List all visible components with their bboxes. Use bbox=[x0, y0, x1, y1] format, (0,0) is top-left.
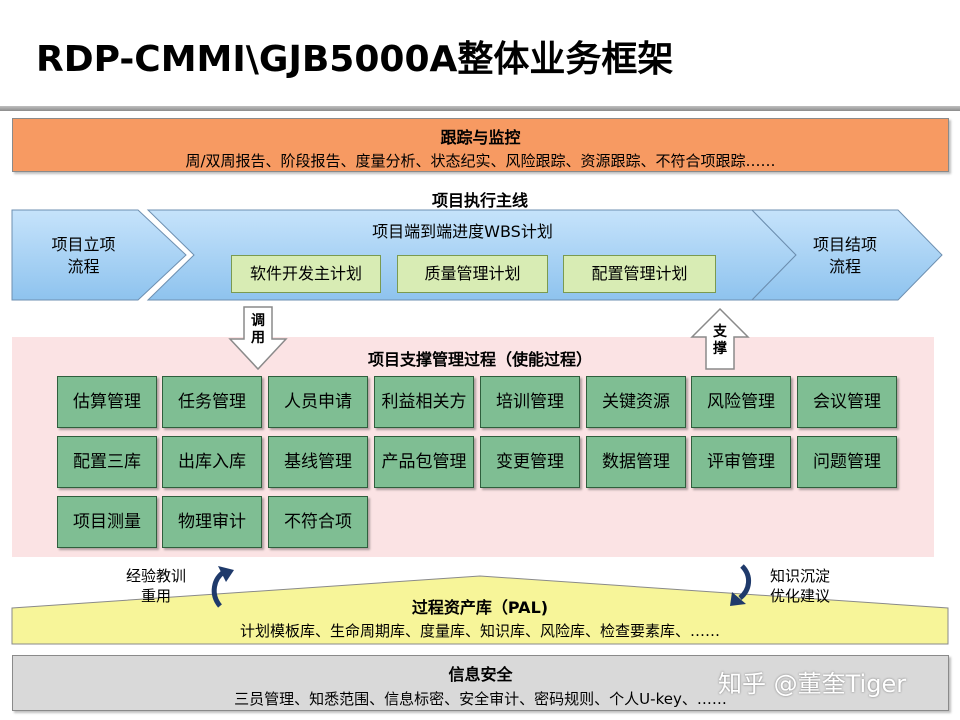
tracking-items: 周/双周报告、阶段报告、度量分析、状态纪实、风险跟踪、资源跟踪、不符合项跟踪…… bbox=[185, 152, 776, 170]
process-data: 数据管理 bbox=[586, 436, 686, 488]
process-measurement: 项目测量 bbox=[57, 496, 157, 548]
information-security-bar: 信息安全 三员管理、知悉范围、信息标密、安全审计、密码规则、个人U-key、…… bbox=[12, 655, 949, 711]
software-dev-plan-box: 软件开发主计划 bbox=[231, 255, 381, 293]
process-baseline: 基线管理 bbox=[268, 436, 368, 488]
process-task: 任务管理 bbox=[162, 376, 262, 428]
process-nonconformance: 不符合项 bbox=[268, 496, 368, 548]
call-arrow-label: 调 用 bbox=[251, 313, 265, 346]
config-plan-box: 配置管理计划 bbox=[563, 255, 716, 293]
chevron-project-start bbox=[11, 209, 187, 301]
pal-items: 计划模板库、生命周期库、度量库、知识库、风险库、检查要素库、…… bbox=[239, 622, 720, 640]
process-change: 变更管理 bbox=[480, 436, 580, 488]
process-stakeholder: 利益相关方 bbox=[374, 376, 474, 428]
watermark: 知乎 @董奎Tiger bbox=[718, 670, 907, 698]
execution-mainline-label: 项目执行主线 bbox=[431, 191, 528, 210]
support-arrow-label: 支 撑 bbox=[713, 324, 727, 357]
chevron-project-end bbox=[750, 209, 943, 301]
title-divider bbox=[0, 106, 960, 111]
process-risk: 风险管理 bbox=[691, 376, 791, 428]
support-up-arrow-icon bbox=[690, 307, 750, 370]
quality-plan-box: 质量管理计划 bbox=[397, 255, 548, 293]
lessons-reuse-note: 经验教训 重用 bbox=[125, 567, 186, 605]
process-package: 产品包管理 bbox=[374, 436, 474, 488]
process-training: 培训管理 bbox=[480, 376, 580, 428]
process-config-libraries: 配置三库 bbox=[57, 436, 157, 488]
curved-up-arrow-left-icon bbox=[211, 566, 234, 608]
pal-trapezoid bbox=[11, 575, 949, 645]
process-estimation: 估算管理 bbox=[57, 376, 157, 428]
security-heading: 信息安全 bbox=[448, 665, 513, 684]
process-checkout-checkin: 出库入库 bbox=[162, 436, 262, 488]
process-issue: 问题管理 bbox=[797, 436, 897, 488]
process-staff-request: 人员申请 bbox=[268, 376, 368, 428]
tracking-heading: 跟踪与监控 bbox=[440, 128, 521, 147]
process-key-resource: 关键资源 bbox=[586, 376, 686, 428]
page-title: RDP-CMMI\GJB5000A整体业务框架 bbox=[36, 39, 674, 80]
curved-down-arrow-right-icon bbox=[730, 564, 751, 606]
pal-heading: 过程资产库（PAL) bbox=[411, 598, 549, 617]
security-items: 三员管理、知悉范围、信息标密、安全审计、密码规则、个人U-key、…… bbox=[234, 690, 727, 708]
wbs-plan-title: 项目端到端进度WBS计划 bbox=[372, 222, 553, 241]
project-start-label: 项目立项 流程 bbox=[51, 235, 116, 276]
process-physical-audit: 物理审计 bbox=[162, 496, 262, 548]
process-meeting: 会议管理 bbox=[797, 376, 897, 428]
knowledge-feedback-note: 知识沉淀 优化建议 bbox=[769, 567, 830, 605]
project-end-label: 项目结项 流程 bbox=[812, 235, 877, 276]
call-down-arrow-icon bbox=[228, 306, 288, 371]
process-review: 评审管理 bbox=[691, 436, 791, 488]
support-process-label: 项目支撑管理过程（使能过程） bbox=[367, 350, 592, 369]
tracking-monitoring-bar: 跟踪与监控 周/双周报告、阶段报告、度量分析、状态纪实、风险跟踪、资源跟踪、不符… bbox=[12, 118, 949, 172]
